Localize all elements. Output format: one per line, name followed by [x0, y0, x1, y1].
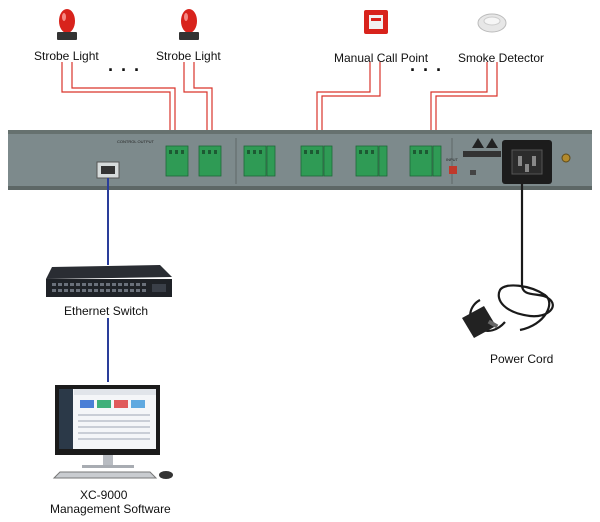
- manual-call-point-label: Manual Call Point: [334, 51, 429, 65]
- switch-indicator: [470, 170, 476, 175]
- control-output-label: CONTROL OUTPUT: [117, 139, 154, 144]
- warning-icon: [472, 138, 498, 148]
- ellipsis-strobe: · · ·: [108, 60, 141, 80]
- power-cord-label: Power Cord: [490, 352, 554, 366]
- control-panel: [8, 130, 592, 190]
- input-switch: [449, 166, 457, 174]
- ground-screw: [561, 153, 571, 163]
- ethernet-port: [96, 161, 120, 179]
- wire-strobe-2: [183, 62, 213, 146]
- strobe-light-label: Strobe Light: [156, 49, 221, 63]
- wire-smoke-detector: [430, 62, 498, 146]
- smoke-detector-icon: [477, 13, 507, 33]
- ethernet-switch-device: [46, 265, 172, 297]
- ethernet-switch-label: Ethernet Switch: [64, 304, 149, 318]
- wire-manual-call-point: [316, 62, 381, 146]
- ellipsis-detectors: · · ·: [410, 60, 443, 80]
- power-plug-icon: [462, 306, 499, 338]
- strobe-light-icon: [57, 9, 77, 40]
- input-label: INPUT: [446, 157, 458, 162]
- strobe-light-label: Strobe Light: [34, 49, 99, 63]
- software-description: Management Software: [50, 502, 171, 516]
- software-name: XC-9000: [80, 488, 128, 502]
- computer-icon: [52, 385, 173, 479]
- strobe-light-icon: [179, 9, 199, 40]
- wire-strobe-1: [61, 62, 176, 146]
- warning-label-plate: [463, 151, 501, 157]
- power-socket: [502, 140, 552, 184]
- terminal-screws: [169, 150, 428, 154]
- smoke-detector-label: Smoke Detector: [458, 51, 545, 65]
- manual-call-point-icon: [364, 10, 388, 34]
